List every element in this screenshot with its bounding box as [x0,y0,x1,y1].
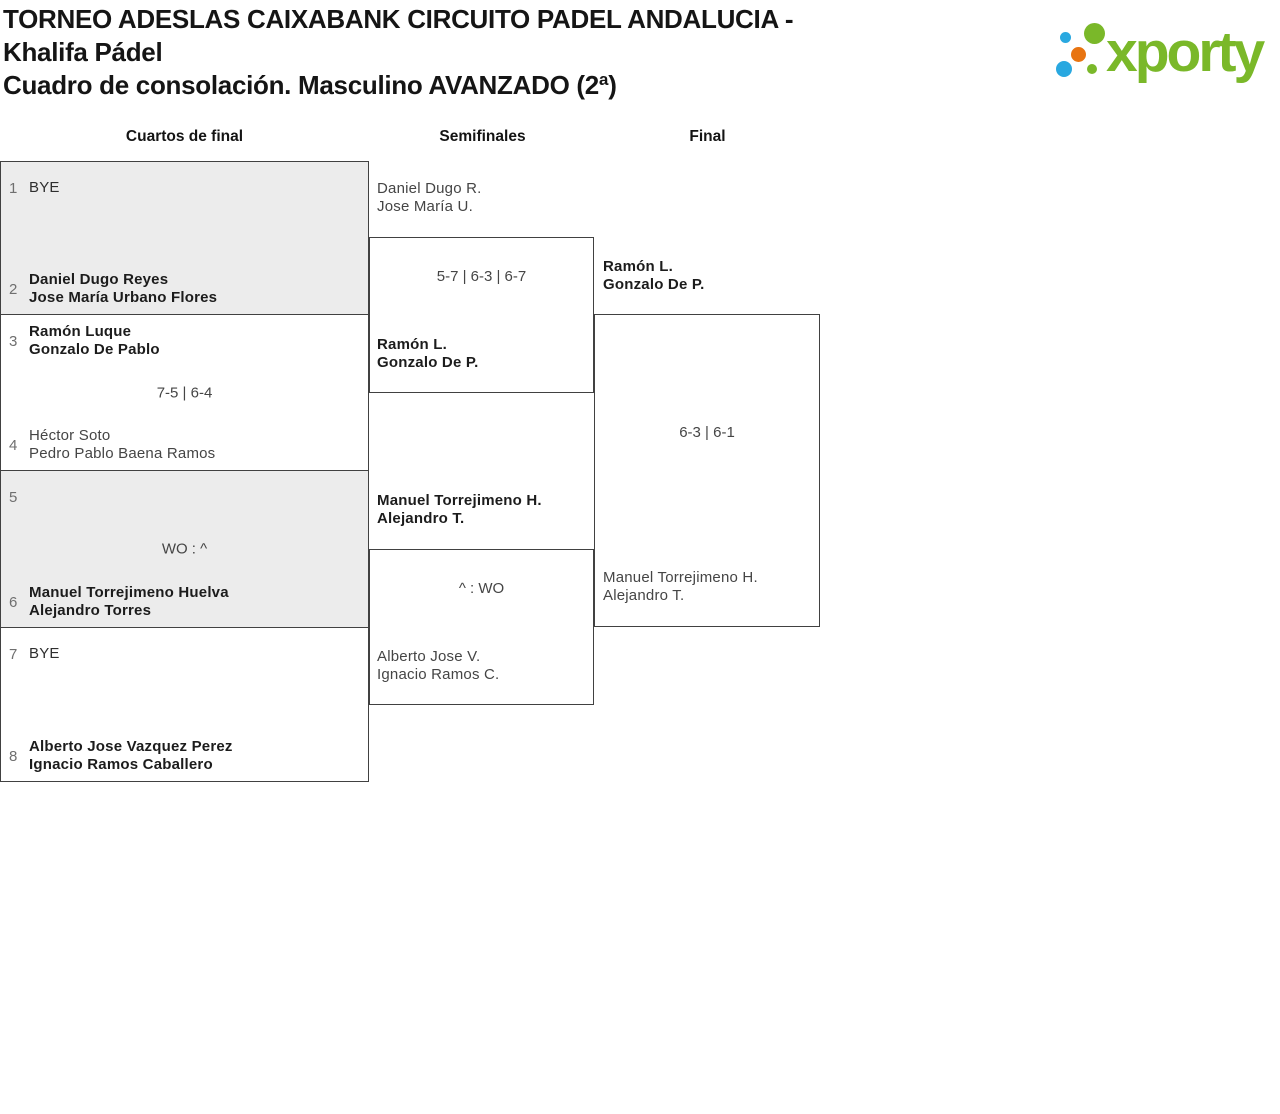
team-name: Héctor Soto Pedro Pablo Baena Ramos [29,427,215,463]
team-name: Daniel Dugo Reyes Jose María Urbano Flor… [29,271,217,307]
player-name: Ramón L. [377,336,447,353]
sf1-team-bottom: Ramón L. Gonzalo De P. [377,336,479,372]
logo-dot-orange-icon [1071,47,1086,62]
logo-dot-green-large-icon [1084,23,1105,44]
team-name: BYE [29,179,60,196]
team-slot-1: 1 BYE [9,170,364,206]
qf-match-2: 3 Ramón Luque Gonzalo De Pablo 7-5 | 6-4… [0,314,369,471]
team-slot-6: 6 Manuel Torrejimeno Huelva Alejandro To… [9,584,364,620]
sf2-team-bottom: Alberto Jose V. Ignacio Ramos C. [377,648,499,684]
sf-match-1-box [369,237,594,393]
final-team-bottom: Manuel Torrejimeno H. Alejandro T. [603,569,758,605]
final-team-top: Ramón L. Gonzalo De P. [603,258,705,294]
page-subtitle: Cuadro de consolación. Masculino AVANZAD… [3,70,617,100]
logo-text: xporty [1106,20,1265,84]
match-score: WO : ^ [161,540,208,558]
seed-number: 6 [9,593,18,611]
player-name: Alejandro T. [377,510,465,527]
seed-number: 7 [9,645,18,663]
team-name: Alberto Jose Vazquez Perez Ignacio Ramos… [29,738,233,774]
logo-dot-green-small-icon [1087,64,1097,74]
player-name: Pedro Pablo Baena Ramos [29,445,216,462]
seed-number: 2 [9,280,18,298]
team-slot-7: 7 BYE [9,636,364,672]
team-name: Ramón Luque Gonzalo De Pablo [29,323,160,359]
player-name: Jose María Urbano Flores [29,289,218,306]
team-slot-5: 5 [9,479,364,515]
seed-number: 8 [9,747,18,765]
qf-match-1: 1 BYE 2 Daniel Dugo Reyes Jose María Urb… [0,161,369,315]
team-name: Manuel Torrejimeno Huelva Alejandro Torr… [29,584,229,620]
player-name: Alberto Jose V. [377,648,481,665]
seed-number: 4 [9,436,18,454]
final-match-box [594,314,820,627]
page-title-line2: Khalifa Pádel [3,37,163,67]
player-name: Gonzalo De P. [377,354,479,371]
logo-dot-blue-large-icon [1056,61,1072,77]
seed-number: 1 [9,179,18,197]
match-score: 7-5 | 6-4 [156,384,213,401]
player-name: Ignacio Ramos Caballero [29,756,213,773]
sf2-team-top: Manuel Torrejimeno H. Alejandro T. [377,492,542,528]
sf2-score: ^ : WO [458,580,505,597]
seed-number: 5 [9,488,18,506]
player-name: Ignacio Ramos C. [377,666,500,683]
xporty-logo[interactable]: xporty [1050,16,1276,108]
team-slot-4: 4 Héctor Soto Pedro Pablo Baena Ramos [9,427,364,463]
sf1-team-top: Daniel Dugo R. Jose María U. [377,180,482,216]
player-name: Gonzalo De Pablo [29,341,160,358]
qf-match-3: 5 WO : ^ 6 Manuel Torrejimeno Huelva Ale… [0,470,369,628]
page-title-line1: TORNEO ADESLAS CAIXABANK CIRCUITO PADEL … [3,4,794,34]
player-name: Ramón Luque [29,323,132,340]
team-name: BYE [29,645,60,662]
round-header-final: Final [689,128,726,145]
player-name: Alejandro T. [603,587,685,604]
player-name: Daniel Dugo R. [377,180,482,197]
player-name: Ramón L. [603,258,673,275]
player-name: Alejandro Torres [29,602,152,619]
round-header-cuartos: Cuartos de final [125,128,244,145]
player-name: Gonzalo De P. [603,276,705,293]
player-name: Jose María U. [377,198,473,215]
round-header-semifinales: Semifinales [439,128,526,145]
seed-number: 3 [9,332,18,350]
player-name: Manuel Torrejimeno Huelva [29,584,229,601]
sf1-score: 5-7 | 6-3 | 6-7 [436,268,527,285]
player-name: Daniel Dugo Reyes [29,271,169,288]
player-name: Manuel Torrejimeno H. [377,492,542,509]
player-name: Héctor Soto [29,427,111,444]
player-name: Alberto Jose Vazquez Perez [29,738,233,755]
logo-dot-blue-small-icon [1060,32,1071,43]
final-score: 6-3 | 6-1 [679,424,735,441]
player-name: Manuel Torrejimeno H. [603,569,758,586]
team-slot-3: 3 Ramón Luque Gonzalo De Pablo [9,323,364,359]
sf-match-2-box [369,549,594,705]
qf-match-4: 7 BYE 8 Alberto Jose Vazquez Perez Ignac… [0,627,369,782]
team-slot-2: 2 Daniel Dugo Reyes Jose María Urbano Fl… [9,271,364,307]
team-slot-8: 8 Alberto Jose Vazquez Perez Ignacio Ram… [9,738,364,774]
